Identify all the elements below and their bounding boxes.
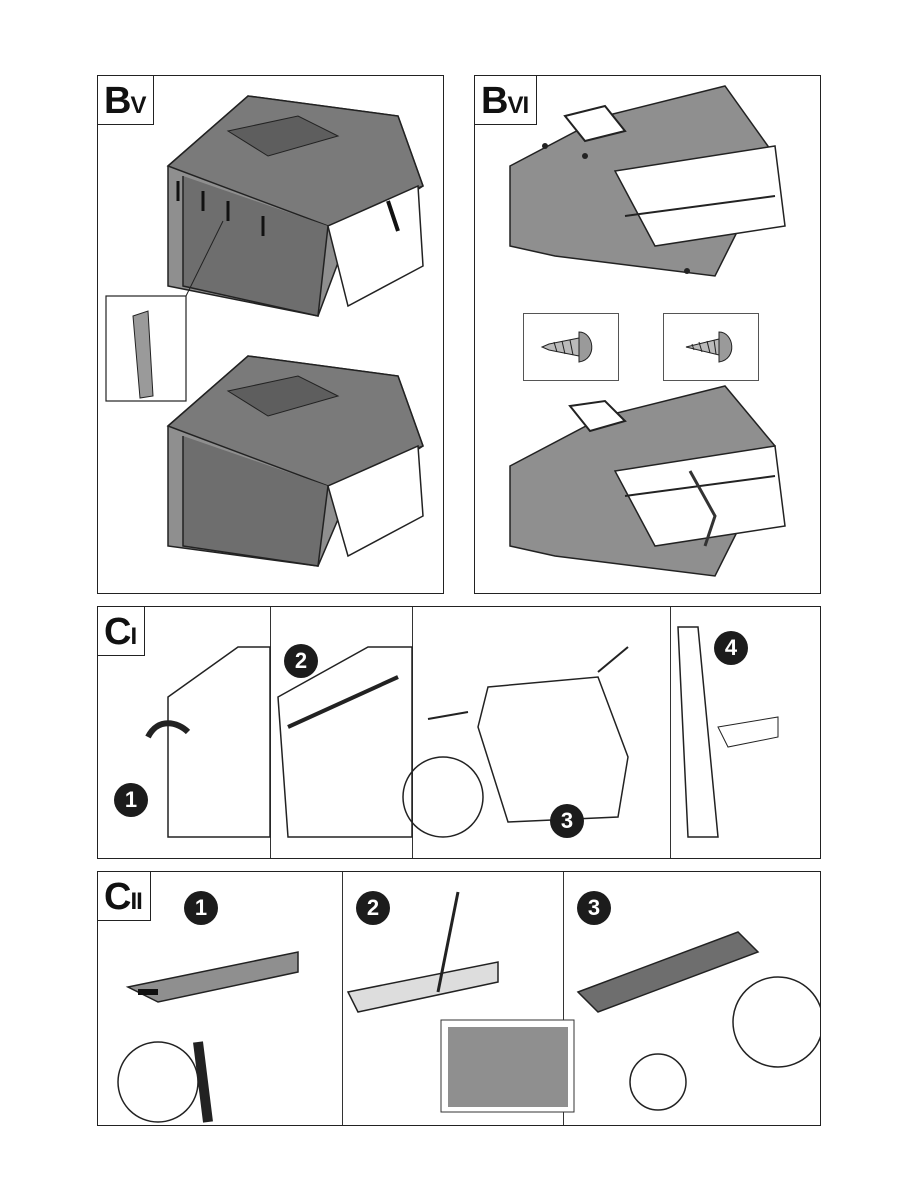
grass-box-top — [168, 96, 423, 316]
rear-flap-illustration — [98, 607, 821, 859]
screw-icon — [664, 314, 758, 380]
panel-label-letter: B — [481, 80, 507, 122]
panel-bv: BV — [97, 75, 444, 594]
step-badge-2: 2 — [356, 891, 390, 925]
step-badge-3: 3 — [550, 804, 584, 838]
panel-bvi: BVI — [474, 75, 821, 594]
grass-box-upper — [510, 86, 785, 276]
panel-label-bvi: BVI — [475, 76, 537, 125]
screw-box-2 — [663, 313, 759, 381]
step-badge-2: 2 — [284, 644, 318, 678]
panel-ci: CI 1 2 3 4 — [97, 606, 821, 859]
panel-label-suffix: II — [130, 888, 141, 915]
panel-label-letter: C — [104, 611, 130, 653]
grass-box-illustration — [98, 76, 444, 594]
screw-icon — [524, 314, 618, 380]
grass-box-bottom — [168, 356, 423, 566]
panel-label-suffix: VI — [507, 92, 528, 119]
panel-cii: CII 1 2 3 — [97, 871, 821, 1126]
panel-label-letter: C — [104, 876, 130, 918]
panel-label-bv: BV — [98, 76, 154, 125]
step-badge-4: 4 — [714, 631, 748, 665]
step-badge-3: 3 — [577, 891, 611, 925]
grass-box-lower — [510, 386, 785, 576]
panel-label-ci: CI — [98, 607, 145, 656]
panel-label-suffix: V — [130, 92, 145, 119]
panel-label-suffix: I — [130, 623, 136, 650]
step-badge-1: 1 — [114, 783, 148, 817]
step-badge-1: 1 — [184, 891, 218, 925]
panel-label-cii: CII — [98, 872, 151, 921]
screw-box-1 — [523, 313, 619, 381]
panel-label-letter: B — [104, 80, 130, 122]
